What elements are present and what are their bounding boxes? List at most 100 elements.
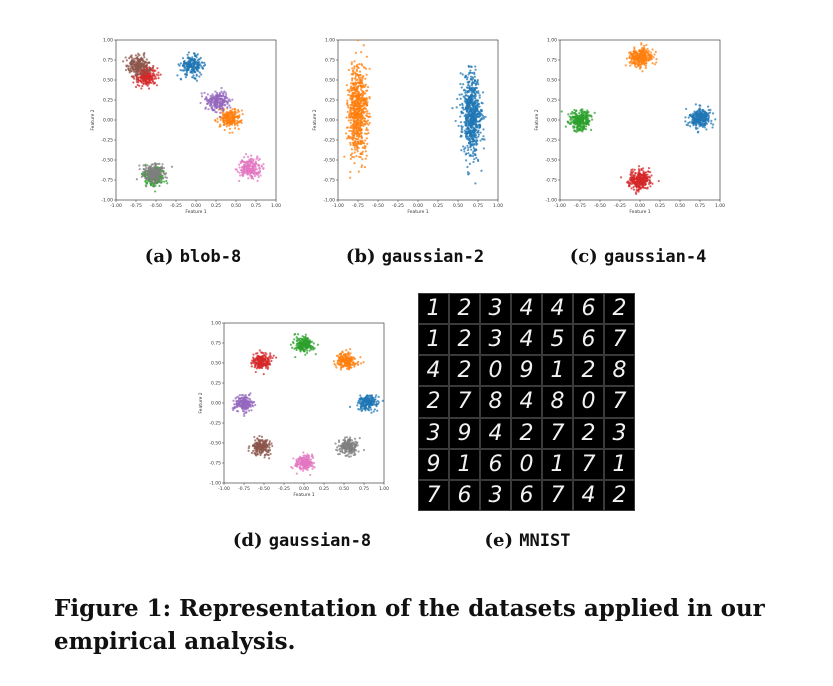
data-point (360, 165, 363, 169)
data-point (294, 332, 297, 336)
data-point (649, 51, 653, 54)
data-point (294, 355, 297, 359)
data-point (698, 112, 701, 115)
data-point (237, 163, 241, 166)
data-point (349, 126, 352, 129)
data-point (349, 108, 352, 111)
data-point (360, 137, 363, 140)
data-point (645, 173, 648, 177)
data-point (347, 93, 350, 96)
data-point (363, 97, 366, 100)
data-point (461, 73, 464, 76)
data-point (130, 65, 133, 68)
data-point (633, 60, 636, 64)
data-point (650, 55, 653, 58)
data-point (170, 165, 174, 168)
data-point (573, 116, 576, 119)
data-point (690, 120, 694, 123)
data-point (234, 127, 237, 130)
data-point (692, 112, 695, 115)
data-point (138, 164, 141, 167)
data-point (346, 126, 349, 129)
data-point (195, 67, 198, 70)
data-point (464, 94, 467, 97)
data-point (351, 363, 354, 366)
data-point (140, 175, 143, 178)
data-point (701, 113, 704, 116)
data-point (708, 111, 712, 114)
data-point (468, 101, 471, 104)
data-point (291, 346, 294, 349)
y-tick-label: 0.00 (325, 118, 335, 124)
data-point (698, 111, 701, 114)
data-point (199, 56, 202, 59)
data-point (151, 66, 154, 69)
data-point (566, 120, 569, 123)
data-point (299, 340, 302, 343)
data-point (689, 113, 692, 116)
data-point (469, 78, 472, 81)
data-point (695, 120, 698, 123)
data-point (244, 161, 247, 164)
data-point (364, 157, 367, 160)
data-point (242, 172, 246, 175)
data-point (476, 103, 479, 107)
data-point (139, 66, 143, 69)
data-point (232, 117, 235, 121)
x-tick-label: 0.75 (251, 203, 261, 209)
data-point (646, 187, 649, 190)
data-point (593, 111, 596, 114)
data-point (467, 173, 470, 176)
data-point (215, 101, 218, 104)
data-point (157, 74, 160, 77)
data-point (351, 131, 354, 134)
data-point (233, 107, 236, 110)
data-point (187, 57, 191, 60)
data-point (215, 104, 218, 108)
data-point (124, 68, 128, 72)
x-tick-label: -0.50 (372, 203, 384, 209)
data-point (299, 342, 302, 346)
data-point (689, 125, 692, 128)
x-tick-label: -0.75 (352, 203, 364, 209)
data-point (346, 367, 349, 370)
data-point (366, 119, 369, 122)
data-point (578, 111, 581, 115)
data-point (245, 171, 248, 174)
data-point (154, 166, 157, 169)
data-point (482, 128, 485, 131)
data-point (712, 123, 715, 126)
data-point (705, 128, 708, 131)
data-point (632, 186, 635, 189)
data-point (472, 122, 475, 125)
data-point (472, 90, 476, 93)
data-point (560, 110, 563, 113)
data-point (356, 39, 360, 42)
data-point (635, 66, 638, 69)
data-point (243, 156, 246, 159)
data-point (256, 179, 259, 182)
data-point (368, 121, 371, 125)
data-point (465, 159, 468, 162)
data-point (368, 112, 371, 115)
data-point (650, 174, 653, 177)
data-point (309, 346, 312, 350)
data-point (468, 71, 471, 74)
data-point (710, 122, 713, 125)
data-point (580, 125, 584, 128)
data-point (251, 161, 254, 164)
data-point (353, 151, 356, 154)
data-point (228, 119, 231, 122)
data-point (657, 179, 660, 183)
data-point (474, 86, 477, 89)
data-point (363, 166, 367, 169)
y-tick-label: 0.25 (547, 98, 557, 104)
data-point (470, 84, 473, 87)
data-point (574, 130, 577, 133)
data-point (470, 143, 473, 147)
data-point (469, 94, 473, 97)
data-point (367, 131, 370, 135)
data-point (642, 170, 645, 173)
data-point (458, 93, 461, 96)
